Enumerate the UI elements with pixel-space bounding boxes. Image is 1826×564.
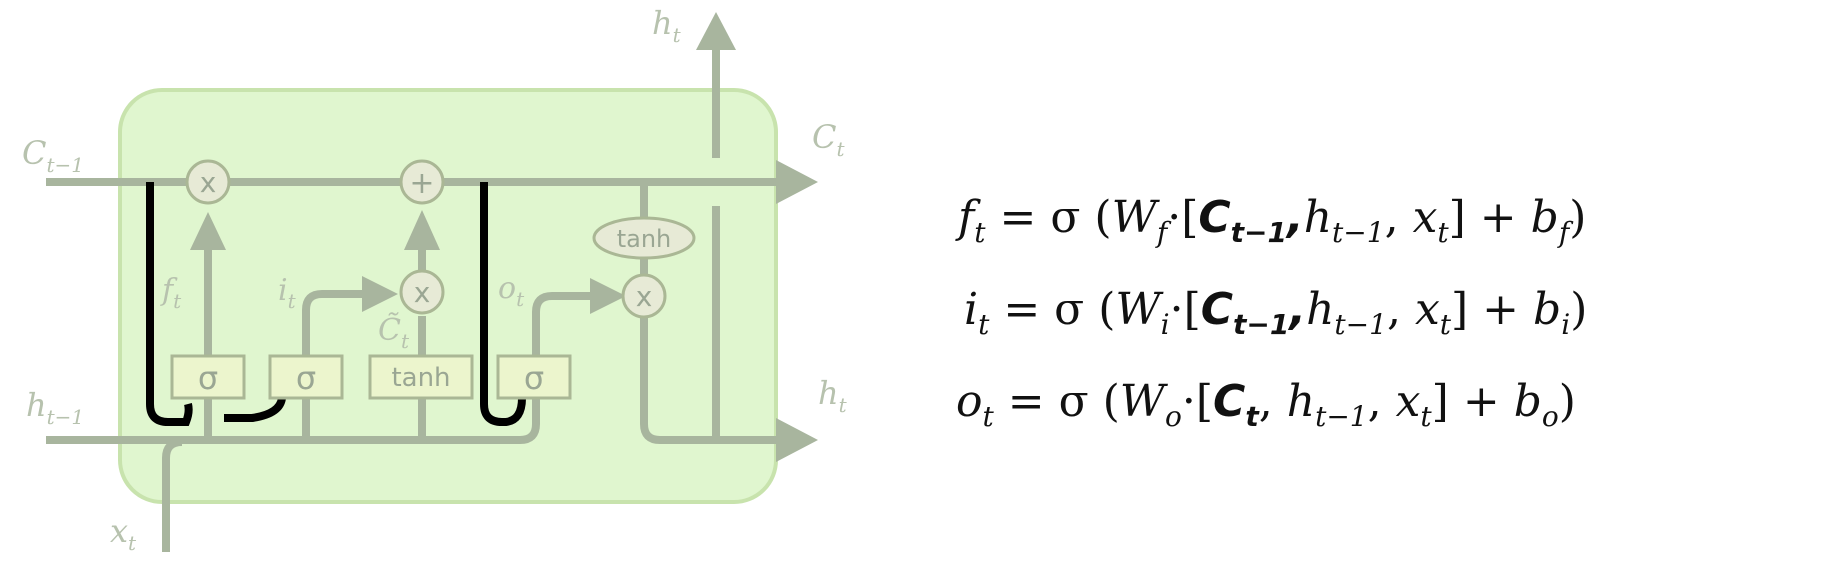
equation-input: it = σ (Wi·[Ct−1,ht−1, xt] + bi) <box>964 284 1587 341</box>
output-gate-layer: σ <box>496 354 572 400</box>
output-gate-output <box>532 292 598 356</box>
sigma-label: σ <box>524 359 544 397</box>
label-output: ot <box>498 271 525 311</box>
output-tanh-op: tanh <box>592 216 696 260</box>
add-arrowhead <box>404 210 440 250</box>
label-h-out: ht <box>818 374 848 417</box>
equations: ft = σ (Wf·[Ct−1,ht−1, xt] + bf) it = σ … <box>955 192 1587 433</box>
cell-add-op: + <box>399 159 445 205</box>
multiply-symbol: x <box>200 166 217 199</box>
input-arrowhead <box>362 276 398 312</box>
peephole-input <box>224 397 286 422</box>
hidden-input-line <box>46 362 540 444</box>
x-input-line <box>162 438 183 552</box>
label-input: it <box>278 273 297 313</box>
hidden-up-arrowhead <box>696 12 736 50</box>
sigma-label: σ <box>198 359 218 397</box>
sigma-label: σ <box>296 359 316 397</box>
peephole-forget <box>146 182 193 426</box>
label-h-top: ht <box>652 4 682 47</box>
peephole-output <box>480 182 526 426</box>
input-multiply-op: x <box>399 269 445 315</box>
hidden-out-arrowhead <box>776 418 818 462</box>
multiply-symbol: x <box>636 280 653 313</box>
output-multiply-op: x <box>621 273 667 319</box>
output-arrowhead <box>590 278 626 314</box>
label-c-tilde: C̃t <box>378 313 410 353</box>
multiply-symbol: x <box>414 276 431 309</box>
label-x-in: xt <box>110 512 137 555</box>
forget-multiply-op: x <box>185 159 231 205</box>
cell-state-arrowhead <box>776 160 818 204</box>
add-symbol: + <box>409 166 434 201</box>
output-to-hidden <box>640 318 800 444</box>
label-h-prev: ht−1 <box>26 386 84 429</box>
forget-arrowhead <box>190 212 226 250</box>
input-gate-output <box>302 290 370 356</box>
input-gate-layer: σ <box>268 354 344 400</box>
forget-gate-layer: σ <box>170 354 246 400</box>
candidate-layer: tanh <box>368 354 474 400</box>
label-c-out: Ct <box>812 118 845 161</box>
tanh-op-label: tanh <box>617 225 672 253</box>
tanh-label: tanh <box>391 363 450 393</box>
equation-output: ot = σ (Wo·[Ct, ht−1, xt] + bo) <box>956 376 1576 433</box>
equation-forget: ft = σ (Wf·[Ct−1,ht−1, xt] + bf) <box>955 192 1586 249</box>
label-c-prev: Ct−1 <box>22 134 84 177</box>
